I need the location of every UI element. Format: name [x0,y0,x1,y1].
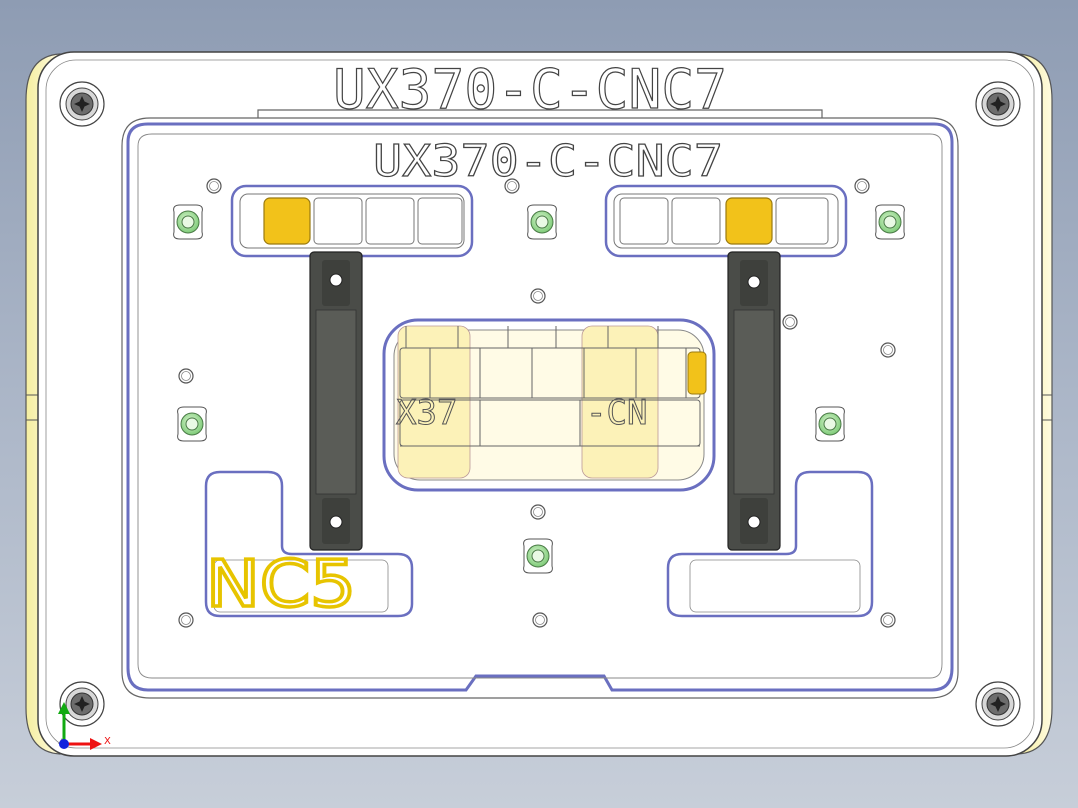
screw-icon [59,81,105,127]
screw-icon [59,681,105,727]
locator-pin-icon [523,538,553,574]
mounting-hole [880,612,896,628]
right-slot-bank [604,184,848,258]
window-ghost-left: X37 [396,393,457,433]
bottom-right-pocket [666,470,874,618]
left-slot-bank [230,184,474,258]
mounting-hole [178,612,194,628]
locator-pin-icon [875,204,905,240]
mounting-hole [530,504,546,520]
locator-pin-icon [815,406,845,442]
mounting-hole [782,314,798,330]
outer-engraving: UX370-C-CNC7 [333,58,727,121]
inner-engraving: UX370-C-CNC7 [373,136,723,187]
mounting-hole [178,368,194,384]
axis-triad-icon: X [58,702,111,750]
bottom-left-pocket [204,470,414,618]
mounting-hole [880,342,896,358]
window-ghost-right: -CN [586,393,647,433]
center-window: X37 -CN [382,318,716,492]
mounting-hole [530,288,546,304]
corner-stencil: NC5 [206,548,356,622]
locator-pin-icon [173,204,203,240]
mounting-hole [854,178,870,194]
locator-pin-icon [527,204,557,240]
locator-pin-icon [177,406,207,442]
axis-x-label: X [104,736,111,747]
screw-icon [975,681,1021,727]
left-handle[interactable] [309,251,363,551]
mounting-hole [532,612,548,628]
right-handle[interactable] [727,251,781,551]
mounting-hole [504,178,520,194]
screw-icon [975,81,1021,127]
mounting-hole [206,178,222,194]
